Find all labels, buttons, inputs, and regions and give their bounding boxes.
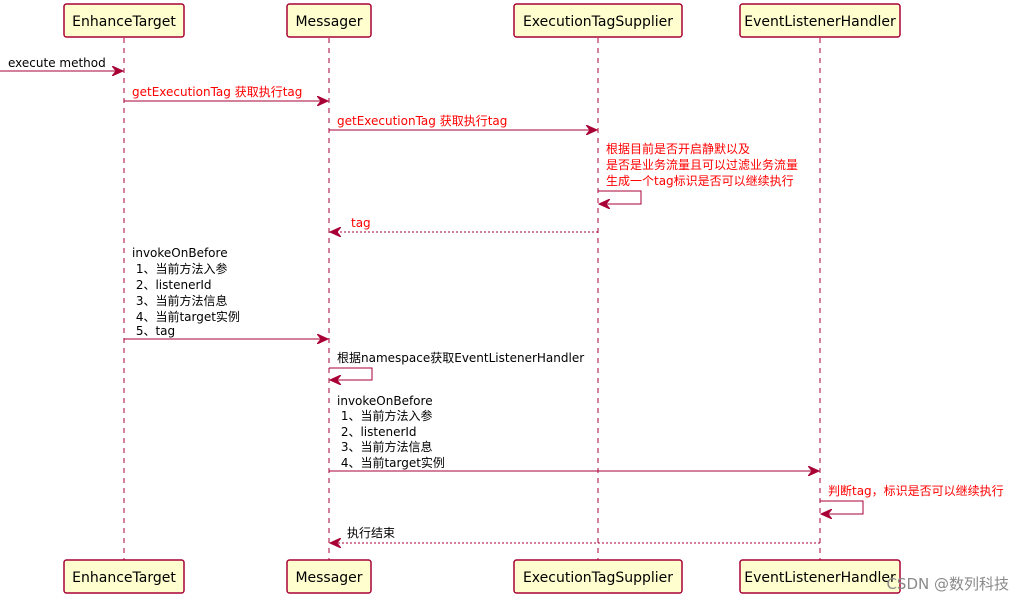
participant-event-listener-handler-top[interactable]: EventListenerHandler	[739, 3, 901, 38]
message-get-execution-tag-1: getExecutionTag 获取执行tag	[124, 85, 328, 101]
message-invoke-on-before-2: invokeOnBefore 1、当前方法入参 2、listenerId 3、当…	[329, 394, 819, 471]
message-label-line: getExecutionTag 获取执行tag	[337, 114, 507, 128]
message-execute-method: execute method	[0, 56, 123, 71]
message-invoke-on-before-1: invokeOnBefore 1、当前方法入参 2、listenerId 3、当…	[124, 246, 328, 339]
participant-label: Messager	[295, 570, 362, 586]
message-get-execution-tag-2: getExecutionTag 获取执行tag	[329, 114, 597, 130]
participant-label: Messager	[295, 14, 362, 30]
message-label-line: 2、listenerId	[132, 278, 212, 292]
message-tag-return: tag	[330, 216, 598, 232]
participant-messager-top[interactable]: Messager	[286, 3, 372, 38]
message-label-line: 1、当前方法入参	[132, 261, 227, 276]
participant-label: EnhanceTarget	[72, 14, 176, 30]
message-label-line: 3、当前方法信息	[337, 439, 432, 454]
participant-messager-bottom[interactable]: Messager	[286, 559, 372, 594]
message-label-line: 是否是业务流量且可以过滤业务流量	[606, 157, 798, 172]
participant-event-listener-handler-bottom[interactable]: EventListenerHandler	[739, 559, 901, 594]
message-label-line: 生成一个tag标识是否可以继续执行	[606, 174, 794, 188]
message-label-line: execute method	[8, 56, 106, 70]
message-label-line: 2、listenerId	[337, 425, 417, 439]
watermark-text: CSDN @数列科技	[886, 575, 1009, 593]
message-label-line: 根据目前是否开启静默以及	[606, 141, 750, 156]
participant-label: ExecutionTagSupplier	[523, 570, 673, 586]
message-generate-tag-self: 根据目前是否开启静默以及 是否是业务流量且可以过滤业务流量 生成一个tag标识是…	[598, 141, 798, 204]
message-label-line: invokeOnBefore	[132, 246, 228, 260]
message-label-line: 根据namespace获取EventListenerHandler	[337, 351, 584, 365]
message-label-line: getExecutionTag 获取执行tag	[132, 85, 302, 99]
participant-label: EventListenerHandler	[744, 14, 896, 30]
message-get-handler-self: 根据namespace获取EventListenerHandler	[329, 351, 584, 380]
participant-label: EnhanceTarget	[72, 570, 176, 586]
message-label-line: tag	[351, 216, 371, 230]
message-label-line: invokeOnBefore	[337, 394, 433, 408]
participant-execution-tag-supplier-top[interactable]: ExecutionTagSupplier	[513, 3, 683, 38]
participant-label: ExecutionTagSupplier	[523, 14, 673, 30]
participant-enhance-target-top[interactable]: EnhanceTarget	[63, 3, 185, 38]
participant-label: EventListenerHandler	[744, 570, 896, 586]
message-label-line: 4、当前target实例	[337, 455, 445, 470]
message-label-line: 5、tag	[132, 324, 175, 338]
message-execution-finished: 执行结束	[330, 526, 820, 543]
lifelines	[123, 38, 821, 560]
message-label-line: 1、当前方法入参	[337, 408, 432, 423]
message-label-line: 4、当前target实例	[132, 309, 240, 324]
participant-execution-tag-supplier-bottom[interactable]: ExecutionTagSupplier	[513, 559, 683, 594]
participant-enhance-target-bottom[interactable]: EnhanceTarget	[63, 559, 185, 594]
message-label-line: 执行结束	[347, 526, 395, 540]
message-label-line: 3、当前方法信息	[132, 293, 227, 308]
message-label-line: 判断tag，标识是否可以继续执行	[828, 483, 1004, 498]
message-check-tag-self: 判断tag，标识是否可以继续执行	[820, 483, 1004, 514]
